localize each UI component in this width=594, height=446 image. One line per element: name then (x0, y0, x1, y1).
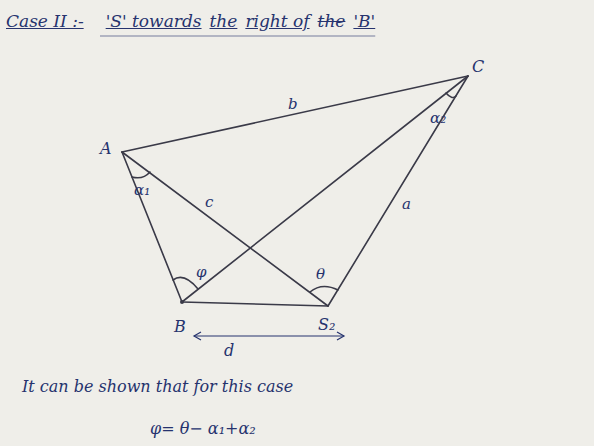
heading-text: 'S' towards (106, 12, 202, 31)
arrow-head (337, 332, 344, 340)
angle-arc (132, 172, 150, 178)
side-b (122, 76, 468, 152)
angle-label: α₁ (134, 182, 150, 199)
side-a (328, 76, 468, 306)
diagonal-c (122, 152, 328, 306)
note-text: It can be shown that for this case (22, 378, 293, 396)
angle-label: θ (316, 266, 325, 283)
point-label: B (174, 318, 186, 336)
point-dot (180, 300, 184, 304)
arrow-head (194, 332, 201, 340)
underline (100, 35, 375, 36)
diagonal-bc (182, 76, 468, 302)
heading: Case II :- (6, 12, 84, 31)
dimension-label: d (224, 342, 234, 360)
side-label: b (288, 96, 298, 113)
angle-label: φ (196, 264, 207, 281)
side-label: a (402, 196, 411, 213)
dimension-line (194, 335, 344, 336)
angle-arc (446, 93, 456, 97)
angle-label: α₂ (430, 110, 446, 127)
side-label: c (205, 194, 213, 211)
angle-arc (310, 286, 338, 292)
heading-text: 'B' (353, 12, 375, 31)
base-d (182, 302, 328, 306)
heading-text: right of (245, 12, 309, 31)
struck-word: the (318, 12, 346, 31)
heading-text: the (210, 12, 238, 31)
formula: φ= θ− α₁+α₂ (150, 420, 256, 438)
point-label: C (472, 58, 484, 76)
point-label: A (100, 140, 112, 158)
point-label: S₂ (318, 316, 335, 334)
angle-arc (173, 277, 198, 289)
